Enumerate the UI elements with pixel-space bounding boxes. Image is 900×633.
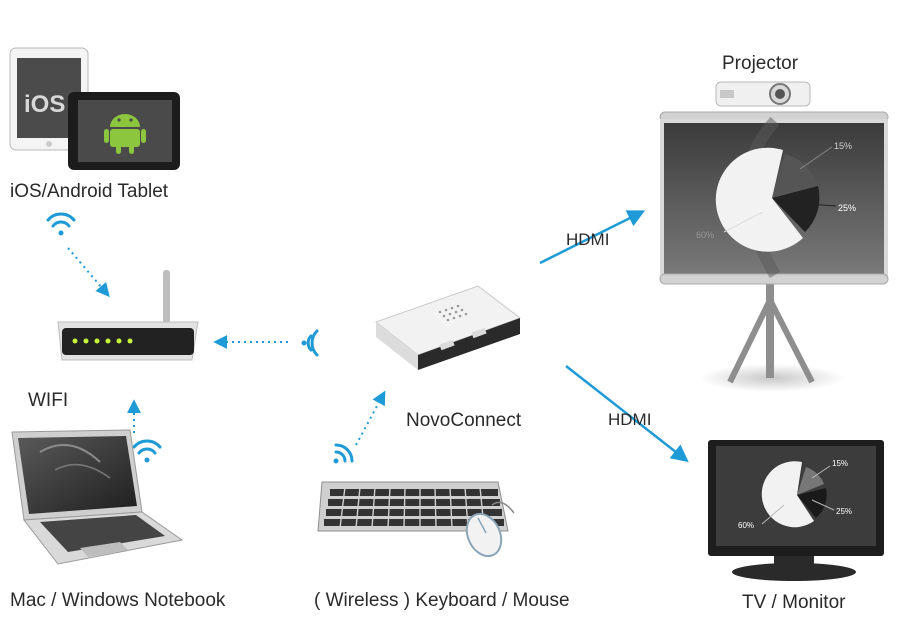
notebook-label: Mac / Windows Notebook — [10, 590, 226, 611]
tablet-to-router-arrow — [67, 247, 110, 298]
mouse-icon — [465, 501, 515, 558]
projection-screen-icon: 15% 25% 60% — [659, 111, 889, 392]
tv-monitor-icon: 15% 25% 60% — [708, 440, 884, 581]
projector-icon — [715, 81, 811, 107]
novoconnect-label: NovoConnect — [406, 410, 522, 431]
tv-slice-60: 60% — [738, 521, 754, 530]
wifi-label: WIFI — [28, 390, 69, 411]
novoconnect-device-icon — [374, 285, 522, 370]
projector-slice-15: 15% — [834, 141, 852, 151]
router-icon — [57, 270, 199, 361]
wifi-signal-icon — [46, 212, 76, 236]
hub-wifi-signal-icon — [301, 329, 319, 357]
android-tablet-icon — [68, 92, 180, 170]
laptop-icon — [11, 429, 184, 565]
tv-slice-15: 15% — [832, 459, 848, 468]
hdmi-to-tv-arrow — [565, 365, 689, 463]
notebook-wifi-signal-icon — [132, 439, 162, 463]
keyboard-mouse-label: ( Wireless ) Keyboard / Mouse — [314, 590, 570, 611]
projector-label: Projector — [722, 53, 799, 74]
tablet-label: iOS/Android Tablet — [10, 181, 169, 202]
keyboard-wifi-signal-icon — [333, 443, 354, 464]
ios-text: iOS — [24, 91, 65, 118]
tv-slice-25: 25% — [836, 507, 852, 516]
keyboard-icon — [317, 481, 509, 532]
projector-slice-25: 25% — [838, 203, 856, 213]
hdmi-tv-label: HDMI — [608, 410, 652, 429]
hdmi-to-projector-arrow — [539, 210, 646, 265]
projector-slice-60: 60% — [696, 230, 714, 240]
tv-monitor-label: TV / Monitor — [742, 592, 846, 613]
hdmi-projector-label: HDMI — [566, 230, 610, 249]
keyboard-to-hub-arrow — [355, 390, 386, 446]
android-robot-icon — [104, 114, 146, 154]
